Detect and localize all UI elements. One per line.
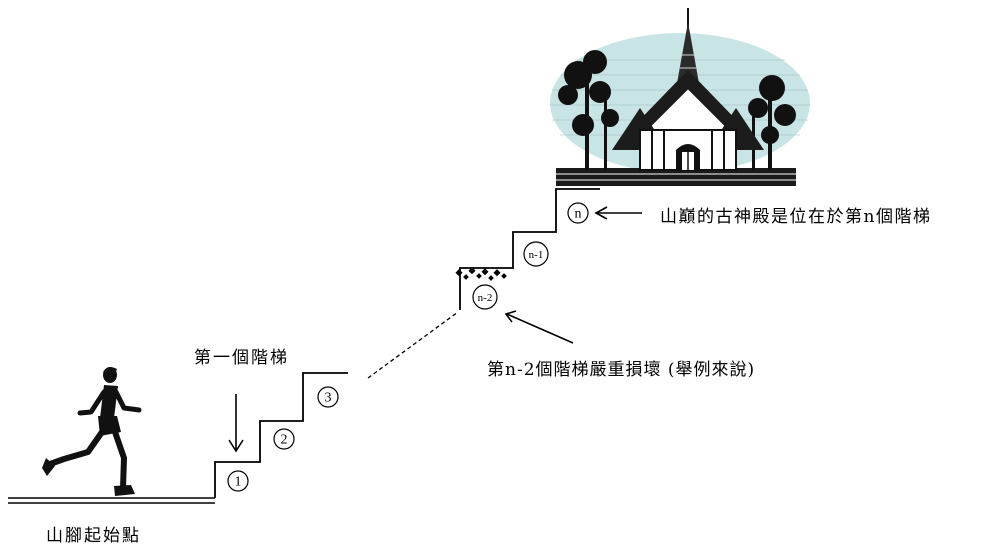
summit-label: 山巔的古神殿是位在於第n個階梯	[660, 207, 932, 227]
damaged-step-debris	[455, 267, 507, 281]
step-circle-1	[227, 470, 249, 492]
step-circle-n	[567, 202, 589, 224]
step-label-n-1: n-1	[529, 249, 544, 261]
left-arrow-icon	[594, 206, 642, 220]
runner-icon	[42, 367, 142, 496]
step-circle-2	[273, 428, 295, 450]
start-label: 山腳起始點	[46, 526, 141, 546]
step-label-2: 2	[281, 433, 288, 448]
step-label-n-2: n-2	[478, 292, 493, 304]
temple-icon	[550, 8, 810, 186]
step-label-3: 3	[325, 391, 332, 406]
damaged-step-label: 第n-2個階梯嚴重損壞 (舉例來說)	[487, 360, 756, 380]
stairs-gap-dashed	[367, 311, 459, 379]
step-circle-3	[317, 386, 339, 408]
step-label-1: 1	[235, 475, 242, 490]
ground-line	[8, 497, 215, 504]
lower-stairs	[214, 372, 348, 498]
first-step-label: 第一個階梯	[194, 348, 289, 368]
upper-stairs	[459, 188, 600, 310]
step-circle-n-2	[472, 284, 498, 310]
pointer-arrow-icon	[504, 310, 574, 344]
step-label-n: n	[575, 207, 582, 222]
down-arrow-icon	[228, 394, 244, 453]
step-circle-n-1	[523, 241, 549, 267]
